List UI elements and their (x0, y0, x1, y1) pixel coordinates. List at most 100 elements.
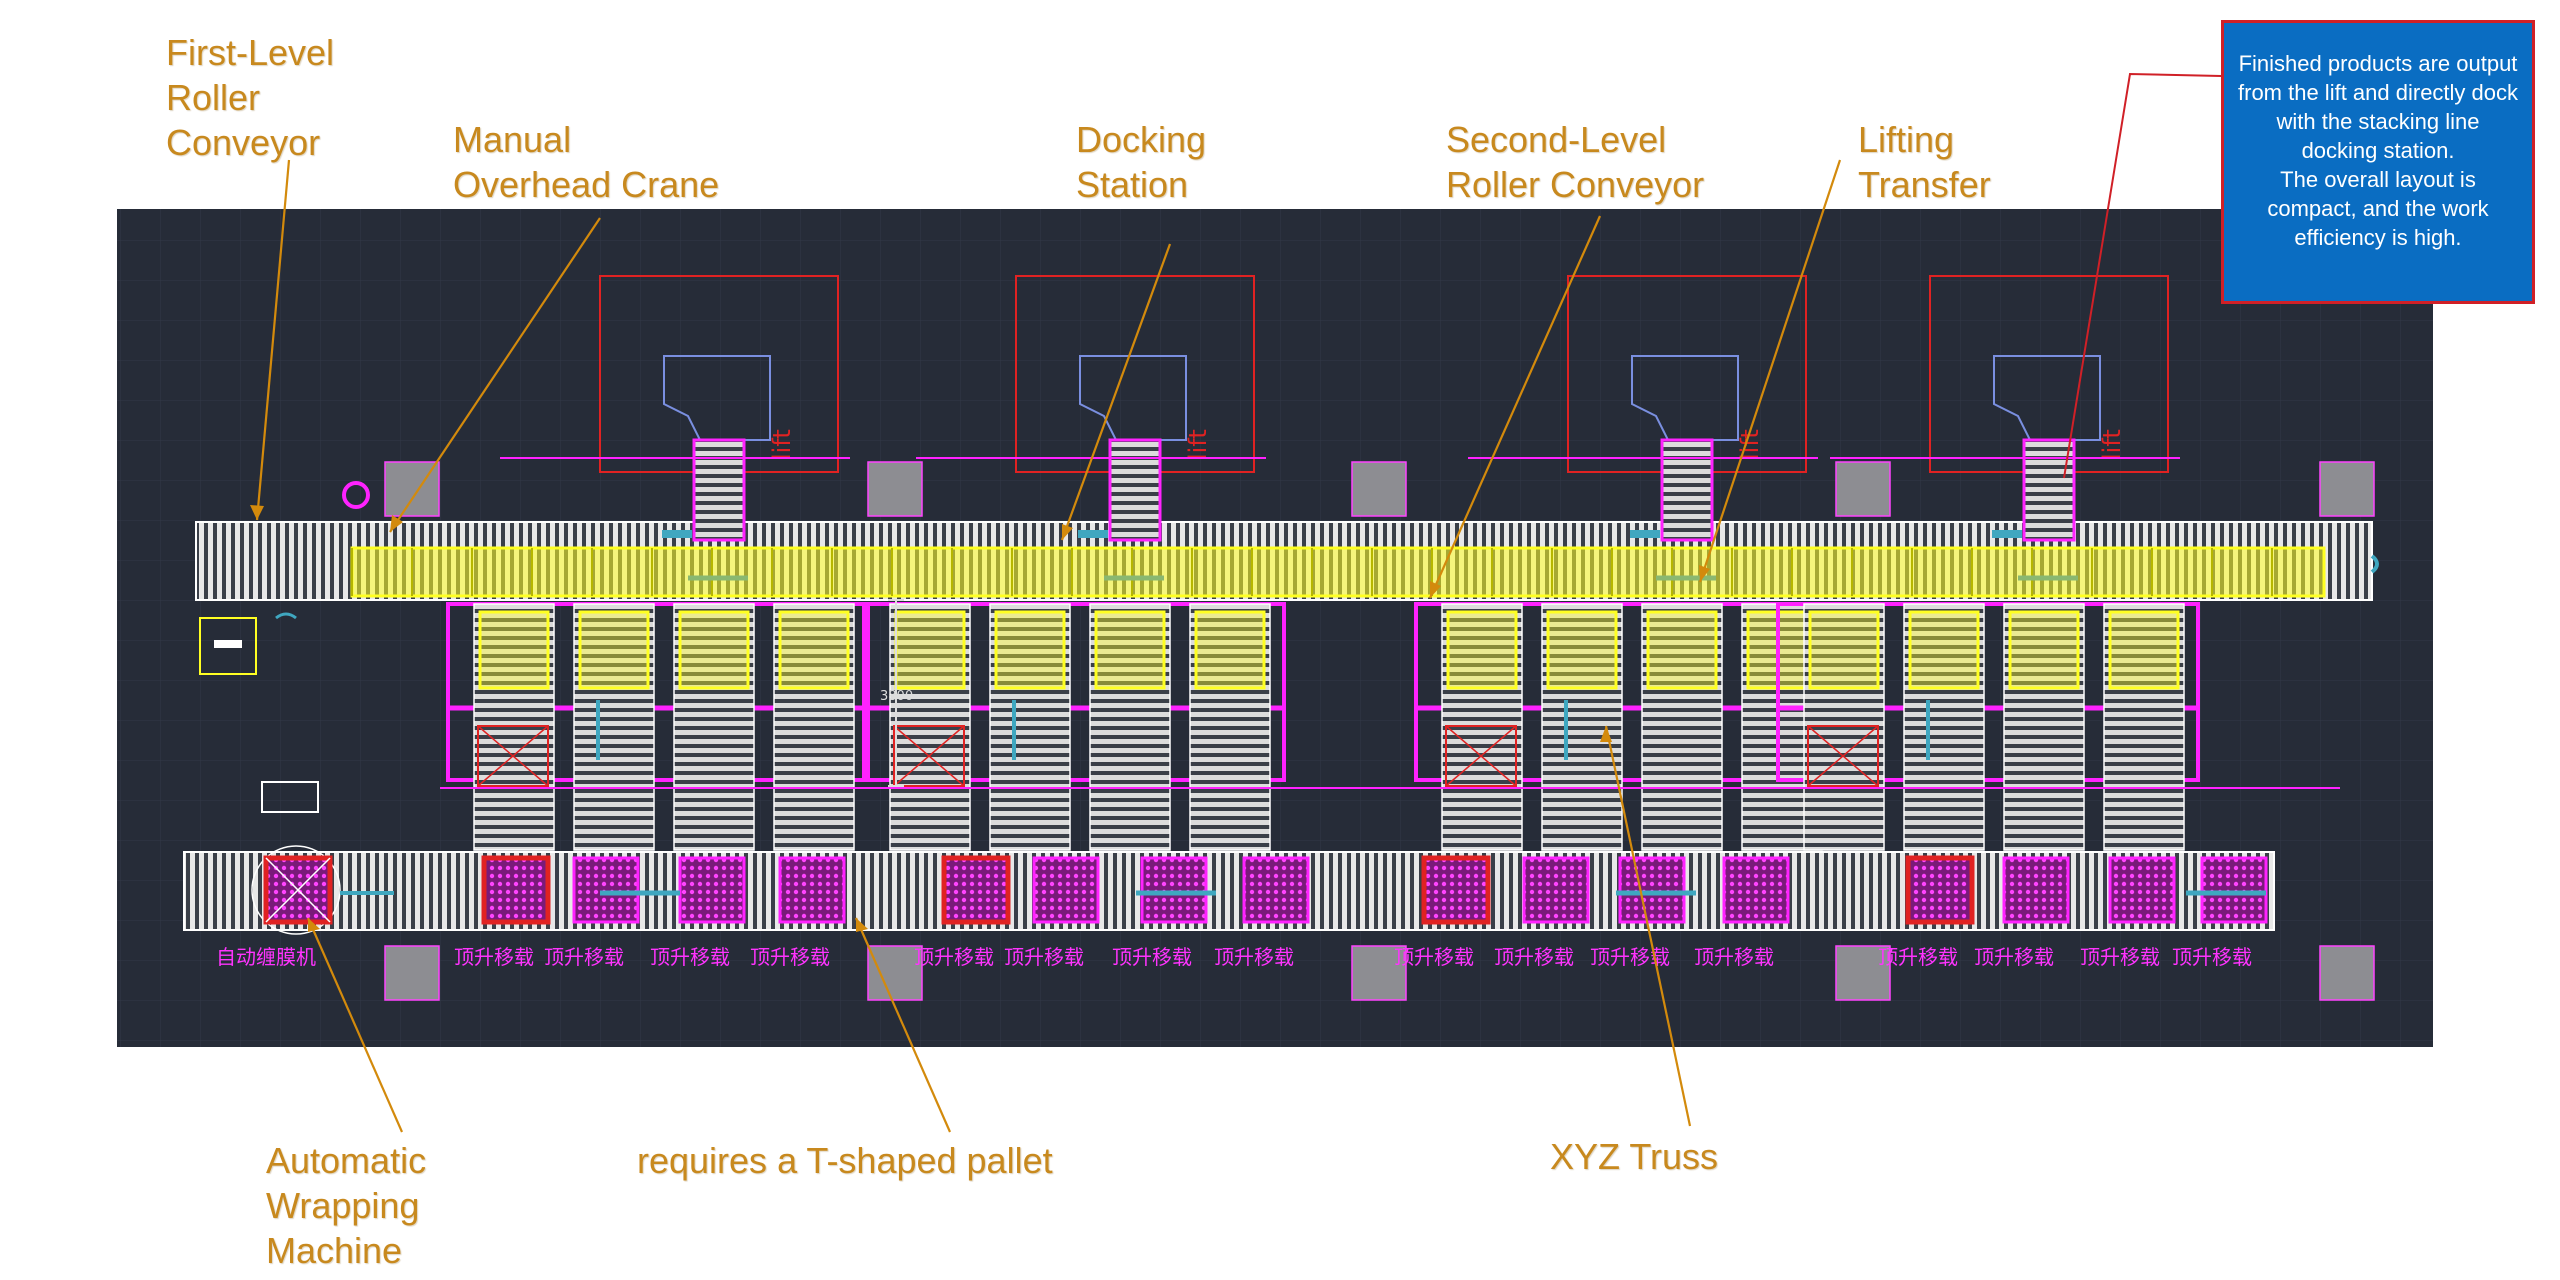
pallet-magenta (1905, 855, 1975, 925)
lift-transfer-cn-label: 顶升移载 (914, 945, 994, 969)
transfer-lane (573, 603, 655, 851)
leader-wrapping (306, 917, 404, 1133)
pallet-yellow (478, 610, 550, 690)
lift-transfer-cn-label: 顶升移载 (650, 945, 730, 969)
transfer-lane (2103, 603, 2185, 851)
pallet-yellow (994, 610, 1066, 690)
crane-wheel (342, 481, 370, 509)
docking-x (893, 725, 965, 787)
wrapping-ring (251, 845, 341, 935)
callout-t-shaped-pallet: requires a T-shaped pallet (637, 1140, 1053, 1181)
pillar (867, 945, 923, 1001)
leader-t-pallet (854, 917, 952, 1133)
crane-hook (662, 530, 692, 538)
pallet-yellow (1908, 610, 1980, 690)
transfer-lane (673, 603, 755, 851)
xyz-truss-frame (862, 602, 1286, 782)
docking-box (893, 725, 965, 787)
pallet-magenta (1618, 856, 1686, 924)
docking-box (1445, 725, 1517, 787)
pallet-yellow (578, 610, 650, 690)
info-box: Finished products are output from the li… (2221, 20, 2535, 304)
pallet-magenta (572, 856, 640, 924)
lift-transfer-cn-label: 顶升移载 (1214, 945, 1294, 969)
pallet-magenta (1421, 855, 1491, 925)
transfer-lane (1089, 603, 1171, 851)
callout-xyz-truss: XYZ Truss (1550, 1136, 1719, 1177)
leader-docking (1060, 243, 1172, 541)
pallet-yellow (778, 610, 850, 690)
transfer-lane (1903, 603, 1985, 851)
control-panel-mark (214, 640, 242, 648)
lift-transfer-cn-label: 顶升移载 (544, 945, 624, 969)
docking-x (1807, 725, 1879, 787)
pallet-yellow (894, 610, 966, 690)
pillar (2319, 945, 2375, 1001)
lift-transfer-cn-label: 顶升移载 (1590, 945, 1670, 969)
lift-transfer-cn-label: 顶升移载 (1694, 945, 1774, 969)
pallet-magenta (1140, 856, 1208, 924)
crane-hook (1992, 530, 2022, 538)
pallet-yellow (1446, 610, 1518, 690)
pillar (867, 461, 923, 517)
pallet-yellow (1546, 610, 1618, 690)
docking-x (477, 725, 549, 787)
second-level-roller-conveyor (350, 546, 2326, 598)
lift-label: lift (768, 429, 796, 460)
leader-lifting (1698, 159, 1842, 583)
infobox-leader (2063, 72, 2222, 479)
pallet-magenta (481, 855, 551, 925)
lift-transfer-cn-label: 顶升移载 (1974, 945, 2054, 969)
lift-transfer-conveyor (692, 438, 746, 542)
pallet-magenta (1722, 856, 1790, 924)
lift-transfer-conveyor (1660, 438, 1714, 542)
pillar (1835, 945, 1891, 1001)
pallet-yellow (1646, 610, 1718, 690)
docking-x (1445, 725, 1517, 787)
control-panel (199, 617, 257, 675)
transfer-lane (1641, 603, 1723, 851)
pallet-magenta (2200, 856, 2268, 924)
lift-transfer-conveyor (2022, 438, 2076, 542)
end-mark (2370, 554, 2379, 574)
sensor-mark (275, 612, 297, 620)
pallet-yellow (2108, 610, 2180, 690)
lift-label: lift (2098, 429, 2126, 460)
crane-hook (1630, 530, 1660, 538)
dimension-3800: 3800 (880, 599, 913, 787)
callout-leaders (255, 159, 1842, 1133)
pallet-magenta (1242, 856, 1310, 924)
pallet-yellow (1094, 610, 1166, 690)
lift-transfer-cn-label: 顶升移载 (1878, 945, 1958, 969)
lift-transfer-cn-label: 顶升移载 (2172, 945, 2252, 969)
docking-box (477, 725, 549, 787)
transfer-lane (2003, 603, 2085, 851)
pallet-yellow (2008, 610, 2080, 690)
pillar (2319, 461, 2375, 517)
pallet-magenta (1032, 856, 1100, 924)
pillar (1351, 945, 1407, 1001)
pallet-magenta (678, 856, 746, 924)
pallet-yellow (678, 610, 750, 690)
wrapping-x (265, 857, 331, 923)
callout-automatic-wrapping-machine: Automatic Wrapping Machine (266, 1140, 427, 1271)
transfer-lane (1189, 603, 1271, 851)
lift-label: lift (1184, 429, 1212, 460)
callout-manual-overhead-crane: Manual Overhead Crane (453, 119, 720, 205)
lift-transfer-cn-label: 顶升移载 (2080, 945, 2160, 969)
xyz-truss-frame (446, 602, 870, 782)
pallet-yellow (1808, 610, 1880, 690)
pillar (384, 945, 440, 1001)
pillar (1835, 461, 1891, 517)
callout-first-level-roller-conveyor: First-Level Roller Conveyor (166, 32, 335, 163)
lift-transfer-cn-label: 顶升移载 (1394, 945, 1474, 969)
callout-second-level-roller-conveyor: Second-Level Roller Conveyor (1446, 119, 1705, 205)
lift-transfer-conveyor (1108, 438, 1162, 542)
pillar (1351, 461, 1407, 517)
crane-hook (1078, 530, 1108, 538)
xyz-truss-frame (1776, 602, 2200, 782)
pallet-yellow (1194, 610, 1266, 690)
wrapping-control (261, 781, 319, 813)
